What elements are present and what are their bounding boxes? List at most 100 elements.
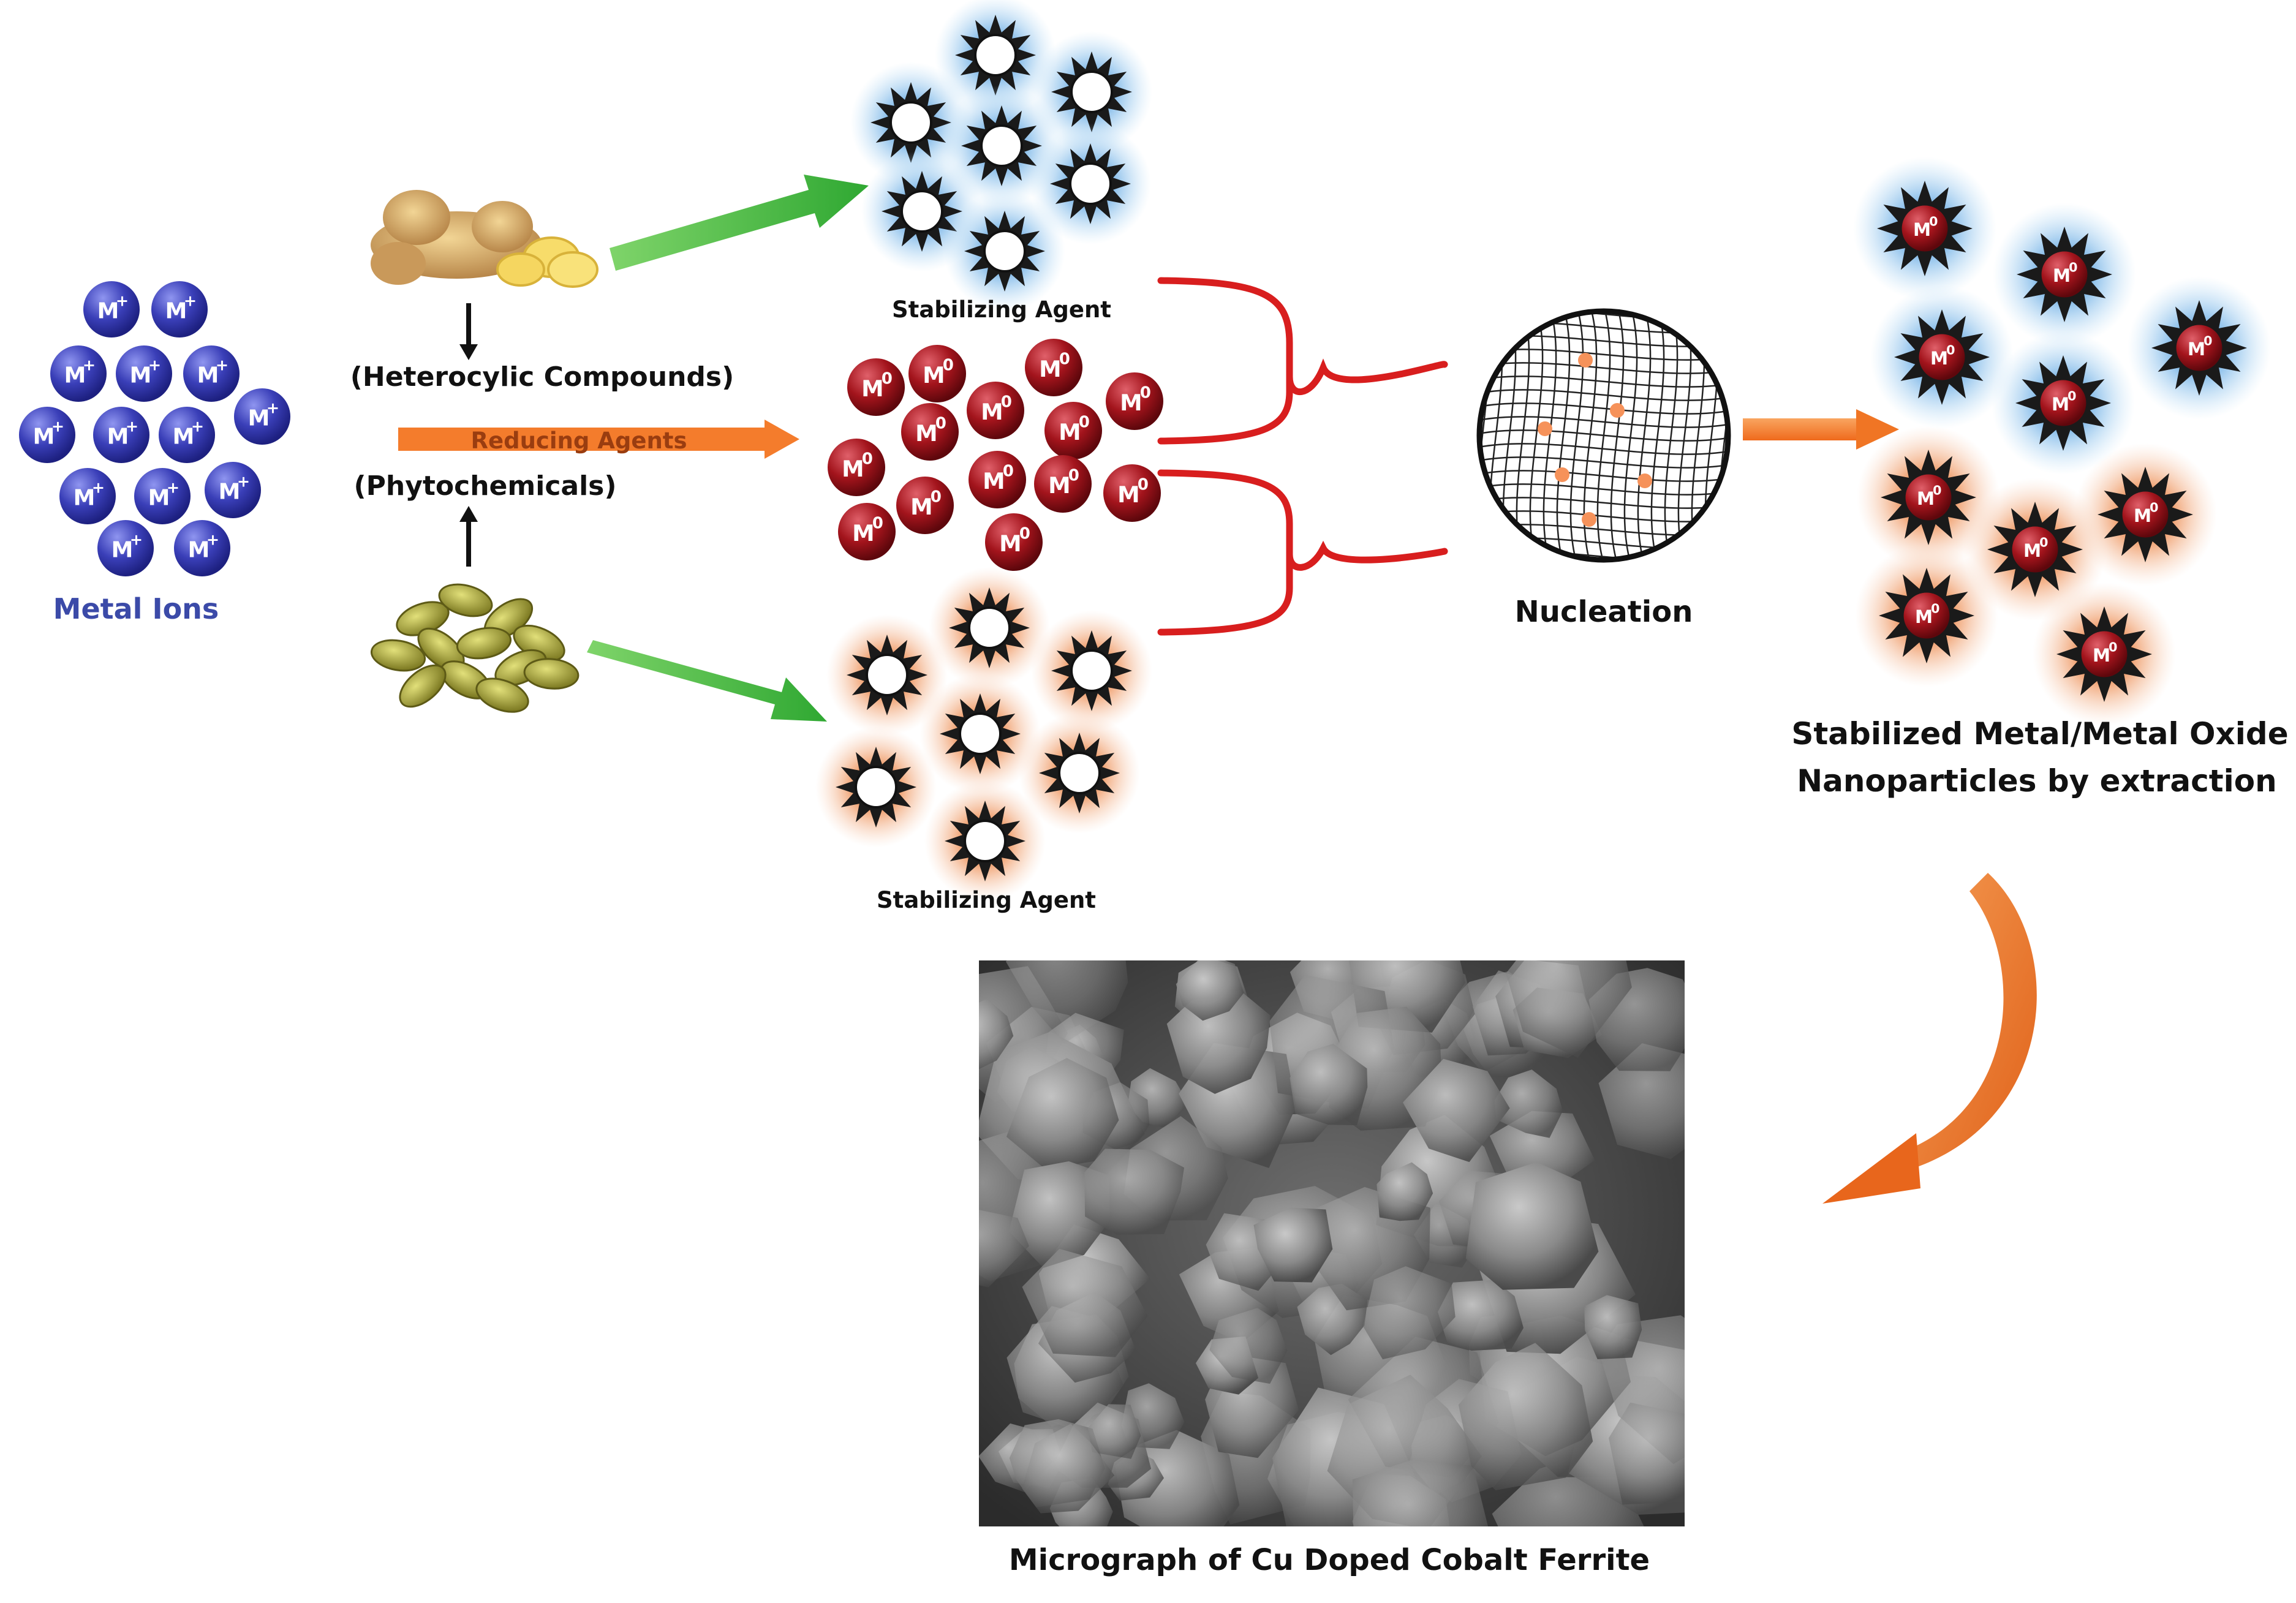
svg-text:M: M (173, 424, 195, 450)
svg-text:M: M (1917, 488, 1935, 509)
metal-atom: M0 (901, 403, 959, 461)
svg-text:M: M (983, 468, 1005, 494)
svg-text:M: M (1930, 348, 1948, 369)
metal-ion: M+ (134, 468, 191, 524)
svg-text:M: M (842, 456, 864, 482)
stabilizer-particle-blue (1031, 31, 1152, 153)
svg-text:0: 0 (1931, 602, 1939, 616)
green-arrow-bottom (587, 640, 827, 722)
svg-text:M: M (2023, 540, 2041, 561)
green-arrow-top (610, 175, 869, 271)
metal-atom-core: M0 (1901, 205, 1948, 252)
stabilizer-particle-orange (815, 726, 937, 848)
svg-text:+: + (191, 417, 204, 435)
svg-text:M: M (2052, 394, 2069, 415)
metal-atom: M0 (1034, 455, 1092, 513)
metal-ion: M+ (174, 520, 230, 576)
metal-atom-core: M0 (1905, 474, 1952, 521)
svg-text:0: 0 (2039, 535, 2048, 550)
stabilized-nanoparticle-orange: M0 (1963, 478, 2107, 621)
metal-atom: M0 (896, 477, 954, 534)
svg-text:0: 0 (1003, 462, 1014, 480)
phytochemicals-label: (Phytochemicals) (354, 470, 617, 502)
nucleation-icon (1476, 308, 1731, 563)
svg-text:0: 0 (2150, 500, 2158, 515)
svg-text:+: + (216, 356, 228, 374)
stabilized-nanoparticle-blue: M0 (2128, 276, 2271, 420)
stabilized-nanoparticle-blue: M0 (1870, 285, 2014, 429)
stabilizing-agent-bottom-group (815, 567, 1152, 902)
svg-text:0: 0 (1059, 350, 1070, 368)
svg-text:+: + (126, 417, 138, 435)
stabilized-nanoparticle-orange: M0 (2033, 583, 2176, 726)
metal-atom: M0 (969, 451, 1026, 508)
metal-atom-core: M0 (1903, 592, 1950, 639)
svg-text:M: M (148, 486, 170, 511)
svg-text:M: M (999, 530, 1021, 557)
svg-text:M: M (1117, 481, 1139, 508)
metal-ion: M+ (59, 468, 116, 524)
svg-text:M: M (248, 406, 270, 431)
svg-text:0: 0 (1946, 343, 1955, 358)
svg-text:0: 0 (1001, 393, 1012, 411)
metal-atom: M0 (1103, 464, 1161, 522)
svg-text:M: M (1913, 219, 1931, 240)
svg-text:M: M (197, 363, 219, 388)
stabilized-nanoparticle-orange: M0 (1857, 426, 2000, 569)
stabilizer-particle-orange (929, 567, 1050, 688)
micrograph-image (979, 960, 1685, 1526)
stabilizing-agent-top-label: Stabilizing Agent (892, 296, 1111, 323)
svg-text:M: M (1059, 419, 1081, 445)
svg-text:+: + (130, 530, 143, 548)
svg-text:0: 0 (1929, 214, 1938, 229)
stabilizer-particle-orange (826, 614, 948, 736)
svg-text:M: M (861, 375, 883, 402)
svg-text:+: + (184, 292, 197, 309)
metal-ions-group: M+M+M+M+M+M+M+M+M+M+M+M+M+M+ (19, 281, 290, 576)
ginger-down-arrow (459, 303, 478, 360)
stabilizer-particle-blue (1030, 123, 1151, 244)
stabilized-nanoparticle-orange: M0 (1855, 544, 1998, 687)
svg-text:M: M (1120, 390, 1142, 416)
svg-text:+: + (237, 472, 250, 490)
cardamom-up-arrow (459, 506, 478, 567)
svg-text:0: 0 (2203, 334, 2212, 349)
stabilizer-particle-blue (850, 62, 972, 183)
svg-text:M: M (33, 424, 55, 450)
metal-atom-core: M0 (1919, 334, 1965, 380)
stabilizer-particle-blue (944, 190, 1065, 312)
metal-ion: M+ (151, 281, 208, 338)
svg-text:M: M (107, 424, 129, 450)
stabilized-nanoparticle-blue: M0 (1992, 331, 2135, 475)
metal-atom: M0 (908, 345, 966, 402)
metal-ion: M+ (205, 462, 261, 518)
svg-text:0: 0 (1138, 475, 1149, 494)
metal-ion: M+ (159, 407, 215, 463)
stabilized-nanoparticle-orange: M0 (2074, 443, 2217, 586)
svg-text:0: 0 (931, 488, 942, 506)
svg-text:M: M (1915, 606, 1933, 627)
metal-ion: M+ (97, 520, 154, 576)
svg-text:0: 0 (862, 450, 873, 468)
metal-ion: M+ (93, 407, 149, 463)
svg-text:M: M (915, 420, 937, 447)
svg-text:+: + (206, 530, 219, 548)
heterocyclic-label: (Heterocylic Compounds) (350, 361, 734, 393)
metal-ions-label: Metal Ions (53, 592, 219, 625)
red-bracket-top (1157, 277, 1448, 445)
svg-text:+: + (51, 417, 64, 435)
metal-atom: M0 (838, 503, 896, 560)
svg-text:0: 0 (2068, 389, 2076, 404)
orange-arrow-right (1743, 409, 1899, 450)
metal-atom-core: M0 (2040, 380, 2086, 426)
svg-text:M: M (219, 480, 241, 505)
svg-text:M: M (2188, 339, 2205, 360)
svg-text:M: M (74, 486, 96, 511)
svg-text:0: 0 (1079, 413, 1090, 431)
metal-atom-core: M0 (2041, 251, 2088, 298)
svg-text:M: M (165, 299, 187, 324)
stabilized-label-line1: Stabilized Metal/Metal Oxide (1791, 716, 2288, 752)
svg-text:0: 0 (2109, 640, 2117, 655)
svg-text:0: 0 (1933, 483, 1941, 498)
